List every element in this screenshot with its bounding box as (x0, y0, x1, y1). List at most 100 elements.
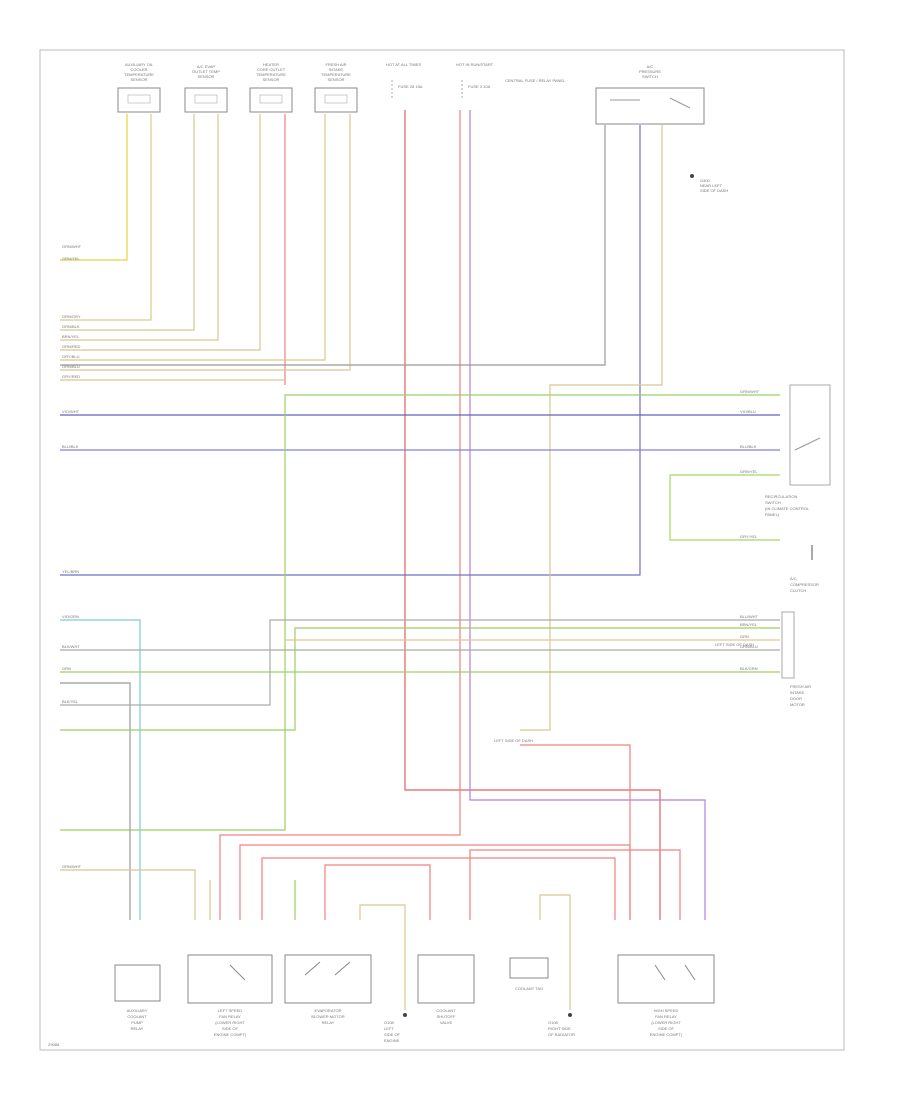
svg-text:MOTOR: MOTOR (790, 702, 805, 707)
top-sensor-2: A/C EVAP OUTLET TEMP SENSOR (184, 64, 228, 113)
mid-label: LEFT SIDE OF DASH (494, 738, 533, 743)
wire-label-left: BLK/YEL (62, 699, 79, 704)
top-sensor-3: HEATER CORE OUTLET TEMPERATURE SENSOR (249, 62, 293, 113)
svg-text:SENSOR: SENSOR (198, 74, 215, 79)
svg-text:OF RADIATOR: OF RADIATOR (548, 1032, 575, 1037)
svg-text:INTAKE: INTAKE (329, 67, 343, 72)
wire-label-left: GRY/BLU (62, 354, 80, 359)
fuse-block: HOT AT ALL TIMES HOT IN RUN/START FUSE 2… (386, 62, 566, 100)
svg-text:NEAR LEFT: NEAR LEFT (700, 183, 723, 188)
svg-text:SIDE OF: SIDE OF (384, 1032, 401, 1037)
svg-text:SIDE OF: SIDE OF (222, 1026, 239, 1031)
svg-text:FUSE 28 15A: FUSE 28 15A (398, 84, 423, 89)
svg-text:HEATER: HEATER (263, 62, 279, 67)
wire-labels-right: GRN/WHTVIO/BLUBLU/BLKGRN/YELGRY/YELBLU/W… (740, 389, 760, 671)
svg-text:PRESSURE: PRESSURE (639, 69, 661, 74)
svg-text:RELAY: RELAY (322, 1020, 335, 1025)
bottom-comp-4: COOLANT SHUTOFF VALVE (417, 954, 475, 1025)
wire-label-right: BLU/BLK (740, 444, 757, 449)
wire-label-right: BRN/YEL (740, 622, 758, 627)
svg-text:TEMPERATURE: TEMPERATURE (124, 72, 154, 77)
svg-text:BLOWER MOTOR: BLOWER MOTOR (311, 1014, 344, 1019)
svg-text:HIGH SPEED: HIGH SPEED (654, 1008, 679, 1013)
diagram-border (39, 49, 845, 1051)
top-sensor-1: AUXILIARY OIL COOLER TEMPERATURE SENSOR (117, 62, 161, 113)
wire-label-left: GRN/GRY (62, 314, 81, 319)
svg-text:FRESH AIR: FRESH AIR (325, 62, 346, 67)
svg-text:COOLANT: COOLANT (436, 1008, 456, 1013)
ground-b6: G108 RIGHT SIDE OF RADIATOR (548, 1013, 575, 1037)
bottom-comp-7: HIGH SPEED FAN RELAY (LOWER RIGHT SIDE O… (617, 954, 715, 1037)
svg-text:A/C EVAP: A/C EVAP (197, 64, 215, 69)
ground-g400: G400 NEAR LEFT SIDE OF DASH (690, 174, 728, 193)
svg-text:SWITCH: SWITCH (765, 500, 781, 505)
svg-text:RIGHT SIDE: RIGHT SIDE (548, 1026, 571, 1031)
wire-label-left: VIO/WHT (62, 409, 80, 414)
wire-label-right: BLK/GRN (740, 666, 758, 671)
svg-text:TEMPERATURE: TEMPERATURE (321, 72, 351, 77)
svg-text:A/C: A/C (647, 64, 654, 69)
wire-label-left: BRN/YEL (62, 334, 80, 339)
svg-text:LEFT: LEFT (384, 1026, 394, 1031)
wire-label-left: GRN/BLU (62, 364, 80, 369)
svg-text:CENTRAL FUSE / RELAY PANEL: CENTRAL FUSE / RELAY PANEL (505, 78, 566, 83)
svg-text:ENGINE COMPT): ENGINE COMPT) (650, 1032, 683, 1037)
top-sensor-4: FRESH AIR INTAKE TEMPERATURE SENSOR (314, 62, 358, 113)
wire-label-right: GRN/WHT (740, 389, 760, 394)
svg-text:G400: G400 (700, 178, 711, 183)
svg-text:FUSE 3 10A: FUSE 3 10A (468, 84, 491, 89)
svg-text:FAN RELAY: FAN RELAY (655, 1014, 677, 1019)
svg-text:INTAKE: INTAKE (790, 690, 804, 695)
wire-label-left: GRN (62, 666, 71, 671)
svg-text:COOLER: COOLER (131, 67, 148, 72)
svg-text:SIDE OF DASH: SIDE OF DASH (700, 188, 728, 193)
svg-text:VALVE: VALVE (440, 1020, 453, 1025)
wire-label-left: BLK/WHT (62, 644, 80, 649)
wire-label-right: GRN (740, 634, 749, 639)
recirc-switch: RECIRCULATION SWITCH (IN CLIMATE CONTROL… (765, 384, 831, 517)
svg-text:G108: G108 (548, 1020, 559, 1025)
svg-text:A/C: A/C (790, 576, 797, 581)
svg-text:EVAPORATOR: EVAPORATOR (314, 1008, 341, 1013)
svg-text:AUXILIARY: AUXILIARY (127, 1008, 148, 1013)
svg-text:AUXILIARY OIL: AUXILIARY OIL (125, 62, 154, 67)
svg-text:CLUTCH: CLUTCH (790, 588, 806, 593)
wire-label-left: GRN/BLK (62, 324, 80, 329)
wire-label-right: BLU/WHT (740, 614, 759, 619)
svg-text:DOOR: DOOR (790, 696, 802, 701)
wire-label-right: GRN/YEL (740, 469, 758, 474)
footer-code: Z9088 (48, 1042, 60, 1047)
wire-label-left: GRN/YEL (62, 256, 80, 261)
wire-label-left: GRN/RED (62, 344, 81, 349)
svg-text:SHUTOFF: SHUTOFF (437, 1014, 456, 1019)
bottom-comp-1: AUXILIARY COOLANT PUMP RELAY (114, 964, 161, 1031)
coolant-tag: COOLANT TAG (509, 957, 549, 991)
svg-text:ENGINE COMPT): ENGINE COMPT) (214, 1032, 247, 1037)
svg-text:TEMPERATURE: TEMPERATURE (256, 72, 286, 77)
wire-labels-left: GRN/WHT GRN/YEL GRN/GRY GRN/BLK BRN/YEL GRN/R… (62, 244, 82, 869)
svg-text:SIDE OF: SIDE OF (658, 1026, 675, 1031)
svg-text:PANEL): PANEL) (765, 512, 780, 517)
svg-text:(LOWER RIGHT: (LOWER RIGHT (651, 1020, 681, 1025)
svg-text:HOT IN RUN/START: HOT IN RUN/START (456, 62, 494, 67)
svg-text:COMPRESSOR: COMPRESSOR (790, 582, 819, 587)
svg-text:(LOWER RIGHT: (LOWER RIGHT (215, 1020, 245, 1025)
svg-text:RECIRCULATION: RECIRCULATION (765, 494, 797, 499)
wire-label-right: GRY/YEL (740, 534, 758, 539)
svg-text:SENSOR: SENSOR (131, 77, 148, 82)
svg-text:LEFT SPEED: LEFT SPEED (218, 1008, 242, 1013)
svg-text:OUTLET TEMP: OUTLET TEMP (192, 69, 220, 74)
svg-text:G108: G108 (384, 1020, 395, 1025)
svg-text:(IN CLIMATE CONTROL: (IN CLIMATE CONTROL (765, 506, 810, 511)
wire-label-left: GRY/RED (62, 374, 80, 379)
svg-text:SENSOR: SENSOR (263, 77, 280, 82)
bottom-comp-2: LEFT SPEED FAN RELAY (LOWER RIGHT SIDE O… (187, 954, 273, 1037)
wire-label-left: GRN/WHT (62, 864, 82, 869)
wire-label-left: YEL/BRN (62, 569, 79, 574)
svg-text:COOLANT: COOLANT (127, 1014, 147, 1019)
ground-b5: G108 LEFT SIDE OF ENGINE (384, 1013, 407, 1043)
pressure-switch: A/C PRESSURE SWITCH (595, 64, 705, 125)
svg-text:COOLANT TAG: COOLANT TAG (515, 986, 543, 991)
